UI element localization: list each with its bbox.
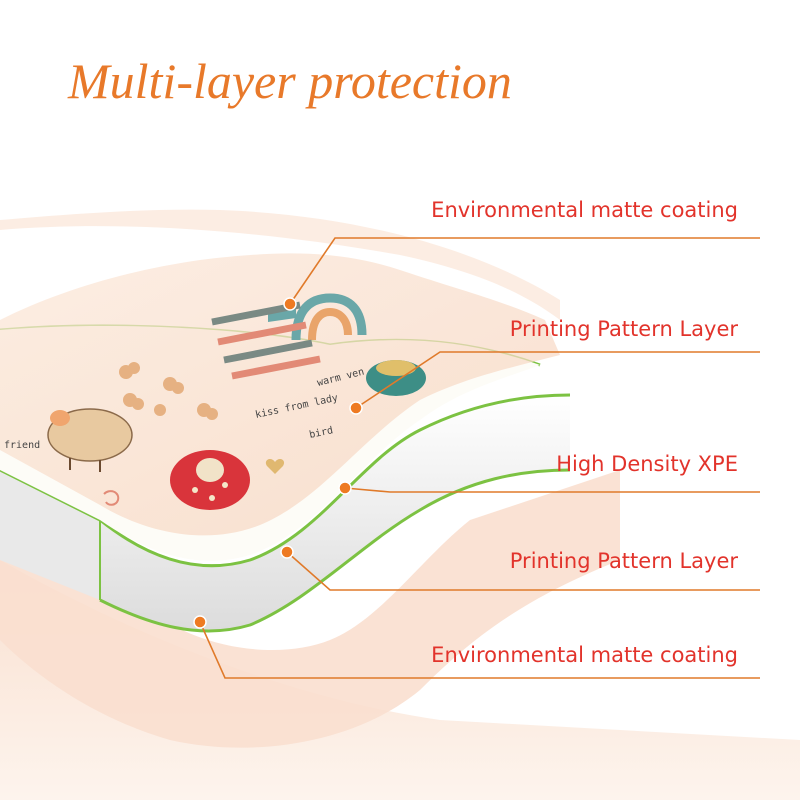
page-title: Multi-layer protection — [68, 53, 512, 109]
print-heart — [265, 459, 285, 474]
xpe-bottom-green-edge — [99, 468, 571, 633]
leader-dot — [283, 297, 297, 311]
print-clouds — [119, 362, 218, 420]
xpe-side-lower — [0, 470, 100, 600]
label-high-density-xpe: High Density XPE — [556, 452, 738, 476]
top-coating-fade — [0, 209, 560, 320]
leader-line-5 — [199, 621, 760, 679]
print-strawberry — [170, 450, 250, 510]
label-printing-pattern-layer-bottom: Printing Pattern Layer — [509, 549, 738, 573]
leader-line-1 — [289, 237, 760, 305]
xpe-top-green-edge — [0, 393, 571, 568]
leader-line-4 — [286, 551, 760, 591]
xpe-side — [100, 395, 570, 631]
leader-line-3 — [344, 487, 760, 493]
mat-print-text: friend — [4, 440, 40, 451]
leader-dot — [193, 615, 207, 629]
bottom-coating-sheet — [0, 470, 620, 748]
label-environmental-matte-coating-bottom: Environmental matte coating — [431, 643, 738, 667]
print-sheep — [47, 408, 133, 472]
label-printing-pattern-layer-top: Printing Pattern Layer — [509, 317, 738, 341]
top-coating-sheet — [0, 253, 560, 536]
print-swirl — [103, 490, 120, 506]
leader-dot — [349, 401, 363, 415]
leader-dot — [338, 481, 352, 495]
print-bird — [366, 360, 426, 396]
leader-lines — [199, 237, 760, 679]
leader-dot — [280, 545, 294, 559]
label-environmental-matte-coating-top: Environmental matte coating — [431, 198, 738, 222]
mat-print-text: bird — [308, 425, 334, 441]
leader-line-2 — [355, 351, 760, 409]
leader-dots — [193, 297, 363, 629]
